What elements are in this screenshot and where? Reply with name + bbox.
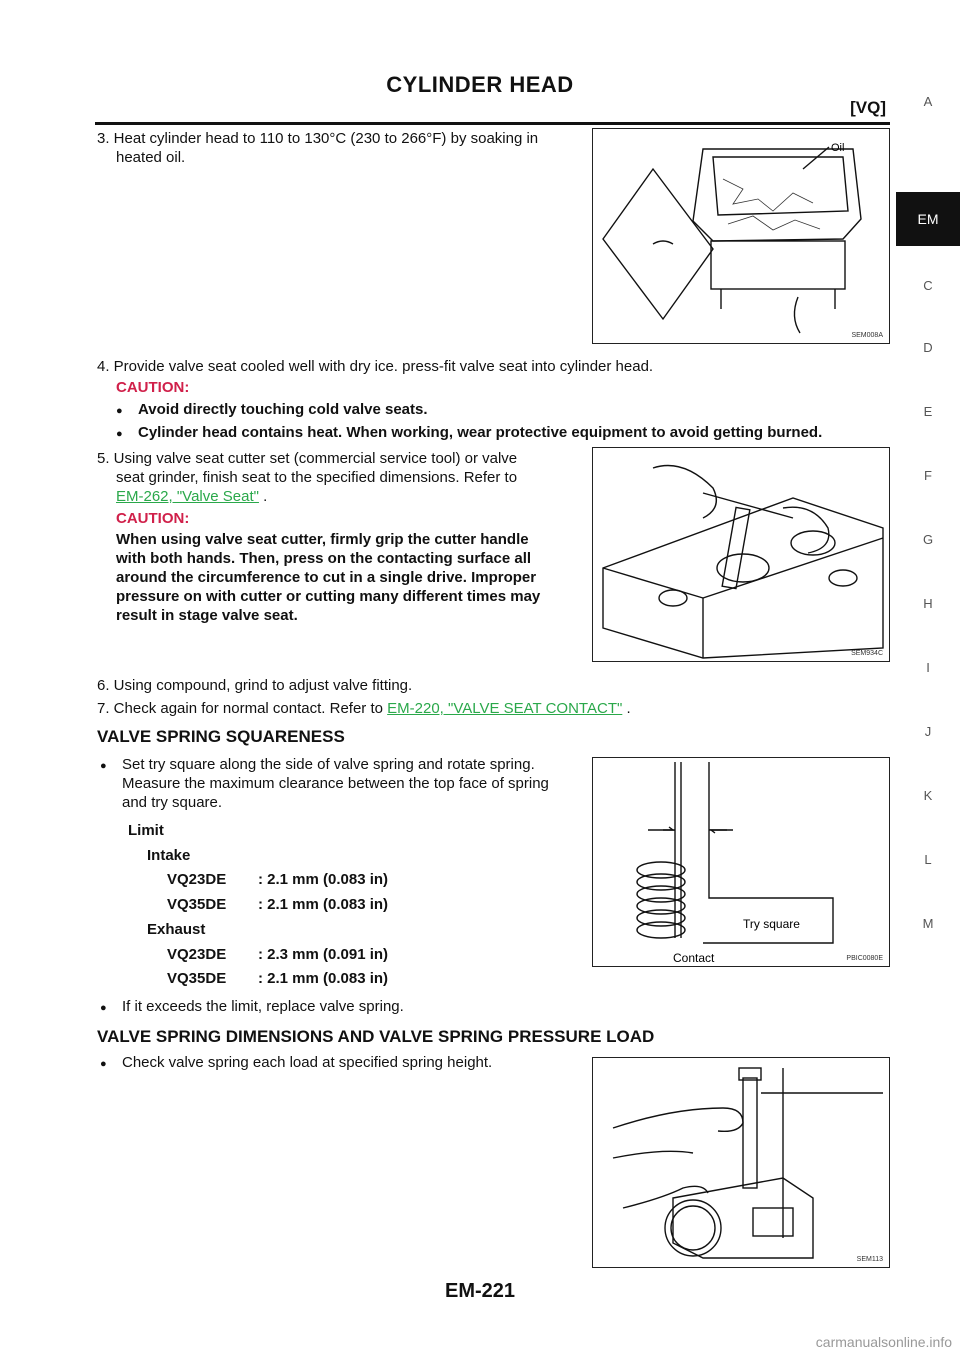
- step-7-end: .: [622, 700, 631, 717]
- spec-row-model: VQ35DE: [167, 970, 227, 987]
- figure-oil-bath: Oil SEM008A: [592, 128, 890, 344]
- try-square-label: Try square: [743, 917, 800, 931]
- step-5-end: .: [258, 488, 268, 505]
- step-5-line2: seat grinder, finish seat to the specifi…: [116, 469, 518, 486]
- spec-row-value: : 2.1 mm (0.083 in): [258, 970, 389, 987]
- oil-bath-illustration: Oil: [602, 142, 862, 334]
- seat-cutter-illustration: [602, 464, 884, 659]
- heading-squareness: VALVE SPRING SQUARENESS: [97, 727, 345, 746]
- figure-spring-tester: SEM113: [592, 1057, 890, 1268]
- header-rule: [95, 122, 890, 125]
- step-7: 7. Check again for normal contact. Refer…: [97, 700, 388, 717]
- figure-try-square: Try square Contact PBIC0080E: [592, 757, 890, 967]
- squareness-bullet-1-line3: and try square.: [122, 794, 223, 811]
- spec-row-model: VQ23DE: [167, 871, 227, 888]
- section-code: [VQ]: [850, 98, 886, 117]
- step-4: 4. Provide valve seat cooled well with d…: [97, 358, 654, 375]
- tab-d[interactable]: D: [923, 340, 933, 355]
- tab-g[interactable]: G: [922, 532, 934, 547]
- link-valve-seat-contact[interactable]: EM-220, "VALVE SEAT CONTACT": [387, 700, 623, 717]
- spec-row-model: VQ35DE: [167, 896, 227, 913]
- caution2-line1: When using valve seat cutter, firmly gri…: [116, 531, 529, 548]
- tab-a[interactable]: A: [923, 94, 933, 109]
- tab-f[interactable]: F: [924, 468, 932, 483]
- step-3-line2: heated oil.: [116, 149, 186, 166]
- page-title: CYLINDER HEAD: [386, 72, 574, 97]
- try-square-illustration: Try square Contact: [636, 762, 834, 965]
- limit-label: Limit: [128, 822, 164, 839]
- spec-row-value: : 2.3 mm (0.091 in): [258, 946, 389, 963]
- figure-code: SEM008A: [851, 332, 883, 339]
- tab-m[interactable]: M: [922, 916, 934, 931]
- link-valve-seat[interactable]: EM-262, "Valve Seat": [116, 488, 259, 505]
- caution2-line5: result in stage valve seat.: [116, 607, 298, 624]
- spec-row-value: : 2.1 mm (0.083 in): [258, 896, 389, 913]
- contact-label: Contact: [673, 951, 715, 965]
- step-3-line1: 3. Heat cylinder head to 110 to 130°C (2…: [97, 130, 539, 147]
- tab-h[interactable]: H: [923, 596, 933, 611]
- squareness-bullet-1-line2: Measure the maximum clearance between th…: [122, 775, 549, 792]
- squareness-bullet-2: If it exceeds the limit, replace valve s…: [100, 997, 404, 1018]
- caution-item-1: Avoid directly touching cold valve seats…: [116, 400, 427, 421]
- step-5-line1: 5. Using valve seat cutter set (commerci…: [97, 450, 518, 467]
- heading-dimensions: VALVE SPRING DIMENSIONS AND VALVE SPRING…: [97, 1027, 655, 1046]
- caution-item-2: Cylinder head contains heat. When workin…: [116, 423, 822, 444]
- tab-c[interactable]: C: [923, 278, 933, 293]
- watermark: carmanualsonline.info: [815, 1334, 952, 1350]
- dimensions-bullet-1: Check valve spring each load at specifie…: [100, 1053, 492, 1074]
- page-number: EM-221: [444, 1280, 516, 1302]
- caution2-label: CAUTION:: [116, 510, 190, 527]
- caution2-line2: with both hands. Then, press on the cont…: [116, 550, 532, 567]
- figure-code: SEM113: [856, 1256, 883, 1263]
- figure-code: SEM934C: [851, 650, 883, 657]
- tab-i[interactable]: I: [926, 660, 930, 675]
- spec-row-model: VQ23DE: [167, 946, 227, 963]
- spring-tester-illustration: [612, 1067, 883, 1259]
- caution2-line4: pressure on with cutter or cutting many …: [116, 588, 541, 605]
- exhaust-label: Exhaust: [147, 921, 206, 938]
- oil-label: Oil: [831, 142, 844, 154]
- spec-row-value: : 2.1 mm (0.083 in): [258, 871, 389, 888]
- intake-label: Intake: [147, 847, 191, 864]
- figure-code: PBIC0080E: [846, 955, 883, 962]
- tab-em[interactable]: EM: [896, 192, 960, 246]
- caution2-line3: around the circumference to cut in a sin…: [116, 569, 537, 586]
- tab-j[interactable]: J: [924, 724, 932, 739]
- figure-seat-cutter: SEM934C: [592, 447, 890, 662]
- caution-label: CAUTION:: [116, 379, 190, 396]
- squareness-bullet-1-line1: Set try square along the side of valve s…: [100, 755, 535, 776]
- step-6: 6. Using compound, grind to adjust valve…: [97, 677, 413, 694]
- tab-k[interactable]: K: [923, 788, 933, 803]
- tab-l[interactable]: L: [924, 852, 932, 867]
- tab-e[interactable]: E: [923, 404, 933, 419]
